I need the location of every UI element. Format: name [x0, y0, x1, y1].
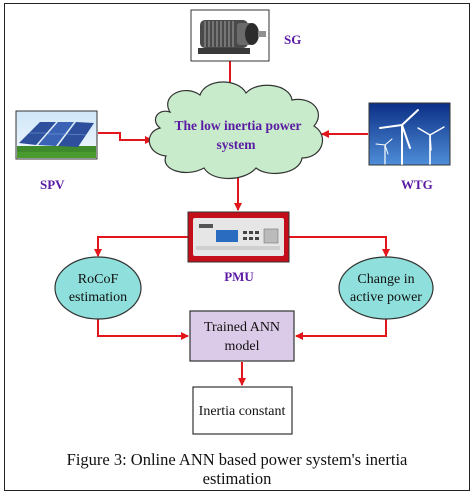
rocof-line1: RoCoF	[78, 272, 119, 287]
wtg-label: WTG	[401, 177, 433, 192]
caption-line2: estimation	[202, 469, 272, 488]
ann-line2: model	[225, 339, 260, 354]
inertia-constant-box: Inertia constant	[192, 386, 293, 435]
arrow-rocof-to-ann	[97, 319, 189, 340]
sg-label: SG	[284, 32, 301, 47]
change-line1: Change in	[357, 272, 414, 287]
arrow-pmu-to-rocof	[94, 236, 188, 257]
caption-line1: Figure 3: Online ANN based power system'…	[66, 450, 408, 469]
change-active-power-node: Change in active power	[338, 256, 434, 320]
solar-panel-icon	[15, 110, 98, 160]
cloud-title-line1: The low inertia power	[174, 118, 301, 133]
arrow-pmu-to-change	[289, 236, 390, 257]
trained-ann-model-box: Trained ANN model	[189, 310, 295, 362]
rocof-line2: estimation	[69, 290, 127, 305]
change-line2: active power	[350, 290, 422, 305]
inertia-constant-label: Inertia constant	[199, 404, 286, 419]
figure-frame	[4, 3, 470, 491]
cloud-title-line2: system	[217, 137, 257, 152]
low-inertia-system-cloud: The low inertia power system	[148, 81, 324, 179]
rocof-estimation-node: RoCoF estimation	[54, 256, 142, 320]
connectors	[94, 60, 390, 386]
generator-machine-icon	[190, 9, 270, 62]
arrow-spv-to-system	[98, 132, 153, 144]
spv-label: SPV	[40, 177, 65, 192]
ann-line1: Trained ANN	[204, 320, 280, 335]
figure-caption: Figure 3: Online ANN based power system'…	[20, 450, 454, 488]
arrow-change-to-ann	[295, 319, 387, 340]
wind-turbine-icon	[368, 102, 451, 166]
pmu-device-icon	[187, 211, 290, 263]
pmu-label: PMU	[224, 269, 254, 284]
